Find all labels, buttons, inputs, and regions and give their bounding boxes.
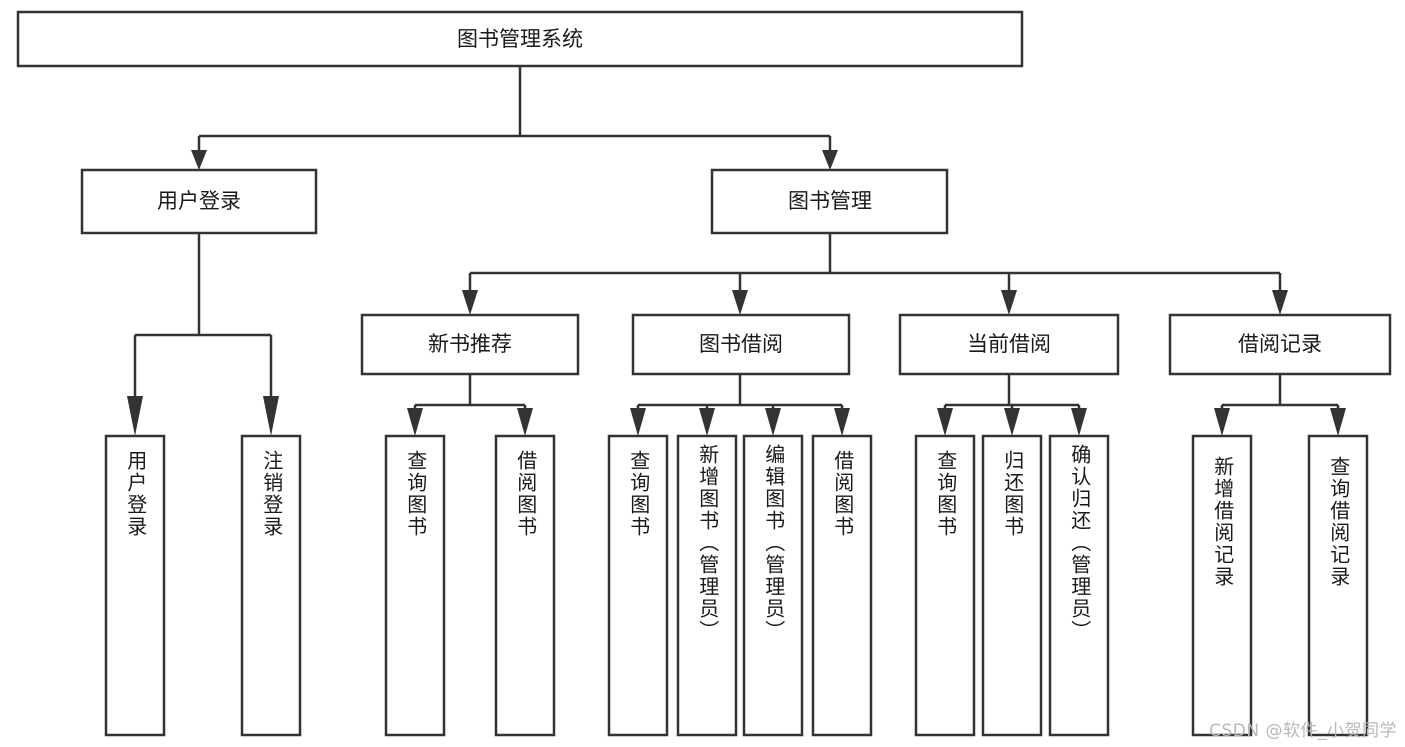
leaf-bb-query-book[interactable]: 查询图书 xyxy=(609,436,667,735)
leaf-bb-borrow-book[interactable]: 借阅图书 xyxy=(813,436,871,735)
leaf-bb-add-book[interactable]: 新增图书（管理员） xyxy=(678,436,736,735)
arrowhead-cb-leaf-2 xyxy=(1004,408,1020,436)
arrowhead-br-leaf-1 xyxy=(1214,408,1230,436)
node-current-borrow-rect[interactable] xyxy=(898,313,1120,376)
leaf-rect-user-login[interactable] xyxy=(104,434,166,737)
leaf-nbr-query-book[interactable]: 查询图书 xyxy=(386,436,444,735)
arrowhead-bb-leaf-3 xyxy=(765,408,781,436)
leaf-bb-borrow-book-label: 借阅图书 xyxy=(830,450,855,538)
node-current-borrow-label: 当前借阅 xyxy=(967,332,1051,356)
csdn-watermark: CSDN @软件_小贺同学 xyxy=(1209,721,1397,741)
leaf-br-query-record[interactable]: 查询借阅记录 xyxy=(1309,436,1367,735)
arrowhead-nbr-leaf-2 xyxy=(517,408,533,436)
arrowhead-leaf-user-login xyxy=(127,396,143,436)
arrowhead-user-login xyxy=(191,150,207,170)
arrowhead-bb-leaf-1 xyxy=(630,408,646,436)
leaf-rect-bb-borrow-book[interactable] xyxy=(811,434,873,737)
leaf-user-login-label: 用户登录 xyxy=(123,450,148,538)
arrowhead-new-book-recommend xyxy=(462,290,478,315)
leaf-br-add-record-label: 新增借阅记录 xyxy=(1210,456,1235,588)
node-current-borrow[interactable]: 当前借阅 xyxy=(898,313,1120,376)
leaf-cb-return-book[interactable]: 归还图书 xyxy=(983,436,1041,735)
arrowhead-current-borrow xyxy=(1001,290,1017,315)
leaf-rect-cb-return-book[interactable] xyxy=(981,434,1043,737)
leaf-bb-add-book-label: 新增图书（管理员） xyxy=(695,444,720,642)
node-root[interactable]: 图书管理系统 xyxy=(16,10,1024,68)
arrowhead-leaf-logout xyxy=(263,396,279,436)
node-book-manage-label: 图书管理 xyxy=(788,189,872,213)
leaf-user-login[interactable]: 用户登录 xyxy=(106,436,164,735)
leaf-cb-query-book[interactable]: 查询图书 xyxy=(916,436,974,735)
leaf-nbr-borrow-book-label: 借阅图书 xyxy=(513,450,538,538)
node-new-book-recommend[interactable]: 新书推荐 xyxy=(360,313,580,376)
node-book-manage[interactable]: 图书管理 xyxy=(710,168,949,235)
leaf-rect-br-add-record[interactable] xyxy=(1191,434,1253,737)
node-book-borrow[interactable]: 图书借阅 xyxy=(631,313,851,376)
leaf-rect-logout[interactable] xyxy=(240,434,302,737)
node-user-login-rect[interactable] xyxy=(80,168,318,235)
leaf-br-query-record-label: 查询借阅记录 xyxy=(1326,456,1351,588)
connector-group xyxy=(127,66,1346,436)
node-root-rect[interactable] xyxy=(16,10,1024,68)
leaf-br-add-record[interactable]: 新增借阅记录 xyxy=(1193,436,1251,735)
leaf-rect-group xyxy=(104,434,1369,737)
leaf-rect-cb-query-book[interactable] xyxy=(914,434,976,737)
leaf-rect-br-query-record[interactable] xyxy=(1307,434,1369,737)
arrowhead-nbr-leaf-1 xyxy=(407,408,423,436)
leaf-nbr-borrow-book[interactable]: 借阅图书 xyxy=(496,436,554,735)
node-user-login[interactable]: 用户登录 xyxy=(80,168,318,235)
node-borrow-record-label: 借阅记录 xyxy=(1238,332,1322,356)
arrowhead-book-borrow xyxy=(732,290,748,315)
node-book-borrow-rect[interactable] xyxy=(631,313,851,376)
arrowhead-cb-leaf-1 xyxy=(937,408,953,436)
leaf-rect-bb-edit-book[interactable] xyxy=(742,434,804,737)
leaf-cb-return-book-label: 归还图书 xyxy=(1000,450,1025,538)
leaf-logout[interactable]: 注销登录 xyxy=(242,436,300,735)
node-book-borrow-label: 图书借阅 xyxy=(699,332,783,356)
leaf-rect-bb-add-book[interactable] xyxy=(676,434,738,737)
node-user-login-label: 用户登录 xyxy=(157,189,241,213)
leaf-rect-bb-query-book[interactable] xyxy=(607,434,669,737)
leaf-cb-confirm-return[interactable]: 确认归还（管理员） xyxy=(1050,436,1108,735)
leaf-nbr-query-book-label: 查询图书 xyxy=(403,450,428,538)
leaf-logout-label: 注销登录 xyxy=(259,450,284,538)
arrowhead-bb-leaf-4 xyxy=(834,408,850,436)
leaf-cb-query-book-label: 查询图书 xyxy=(933,450,958,538)
node-new-book-recommend-rect[interactable] xyxy=(360,313,580,376)
leaf-bb-edit-book[interactable]: 编辑图书（管理员） xyxy=(744,436,802,735)
leaf-rect-nbr-query-book[interactable] xyxy=(384,434,446,737)
arrowhead-borrow-record xyxy=(1272,290,1288,315)
arrowhead-book-manage xyxy=(822,150,838,170)
node-root-label: 图书管理系统 xyxy=(457,27,583,51)
arrowhead-br-leaf-2 xyxy=(1330,408,1346,436)
leaf-rect-nbr-borrow-book[interactable] xyxy=(494,434,556,737)
leaf-bb-edit-book-label: 编辑图书（管理员） xyxy=(761,444,786,642)
node-borrow-record-rect[interactable] xyxy=(1168,313,1392,376)
leaf-bb-query-book-label: 查询图书 xyxy=(626,450,651,538)
node-new-book-recommend-label: 新书推荐 xyxy=(428,332,512,356)
leaf-cb-confirm-return-label: 确认归还（管理员） xyxy=(1067,444,1092,642)
arrowhead-bb-leaf-2 xyxy=(699,408,715,436)
node-book-manage-rect[interactable] xyxy=(710,168,949,235)
node-borrow-record[interactable]: 借阅记录 xyxy=(1168,313,1392,376)
arrowhead-cb-leaf-3 xyxy=(1071,408,1087,436)
leaf-rect-cb-confirm-return[interactable] xyxy=(1048,434,1110,737)
